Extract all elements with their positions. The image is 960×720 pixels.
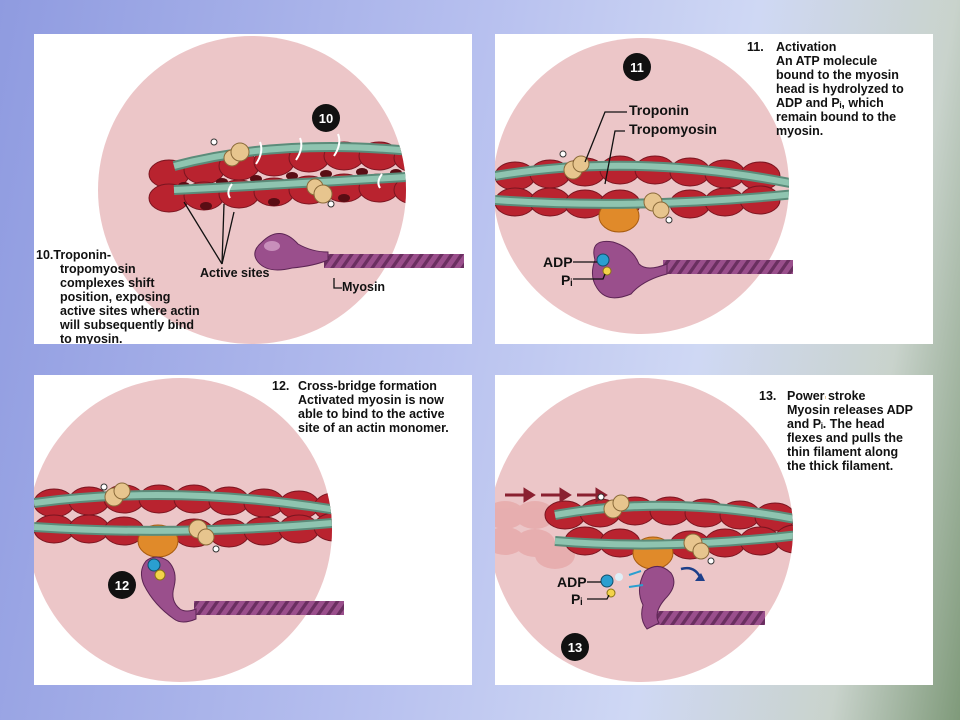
label-tropomyosin: Tropomyosin [629, 121, 717, 137]
step-12-description: Cross-bridge formation Activated myosin … [298, 379, 472, 435]
troponin-complex [210, 138, 335, 208]
step-12-number: 12. [272, 379, 290, 393]
label-adp: ADP [557, 574, 587, 590]
troponin-complex [559, 150, 673, 224]
step-13-title: Power stroke [787, 389, 866, 403]
label-myosin: Myosin [342, 280, 386, 294]
pi-molecule [602, 266, 612, 276]
thin-filament [495, 155, 789, 233]
step-10-badge: 10 [312, 104, 340, 132]
step-10-description: 10.Troponin- tropomyosin complexes shift… [36, 248, 200, 344]
step-11-badge: 11 [623, 53, 651, 81]
adp-molecule [596, 253, 610, 267]
step-13-number: 13. [759, 389, 777, 403]
step-12-badge: 12 [108, 571, 136, 599]
troponin-complex [100, 482, 220, 553]
previous-filament-position [495, 501, 575, 569]
label-active-sites: Active sites [200, 266, 270, 280]
troponin-complex [597, 493, 715, 565]
panel-step-10: 10 10.Troponin- tropomyosin complexes sh… [34, 34, 472, 344]
step-13-description: Power stroke Myosin releases ADP and Pᵢ.… [787, 389, 933, 473]
step-12-illustration [34, 378, 344, 682]
step-11-number: 11. [747, 40, 764, 54]
magnified-view-circle [495, 378, 793, 682]
panel-step-12: 12 12. Cross-bridge formation Activated … [34, 375, 472, 685]
callout-lines [573, 111, 627, 280]
callout-lines [587, 581, 610, 600]
step-13-badge: 13 [561, 633, 589, 661]
myosin-molecule [140, 556, 344, 623]
step-11-illustration [495, 38, 793, 334]
magnified-view-circle [495, 38, 789, 334]
label-pi: Pᵢ [571, 591, 583, 607]
label-adp: ADP [543, 254, 573, 270]
label-troponin: Troponin [629, 102, 689, 118]
panel-step-11: 11 Troponin Tropomyosin ADP Pᵢ 11. Activ… [495, 34, 933, 344]
step-12-title: Cross-bridge formation [298, 379, 437, 393]
myosin-molecule [591, 240, 793, 299]
myosin-molecule [639, 566, 765, 630]
step-11-description: Activation An ATP molecule bound to the … [776, 40, 932, 138]
step-13-illustration [495, 378, 793, 682]
label-pi: Pᵢ [561, 272, 573, 288]
myosin-molecule [254, 233, 464, 271]
step-11-title: Activation [776, 40, 837, 54]
panel-step-13: 13 ADP Pᵢ 13. Power stroke Myosin releas… [495, 375, 933, 685]
callout-lines [183, 201, 342, 289]
